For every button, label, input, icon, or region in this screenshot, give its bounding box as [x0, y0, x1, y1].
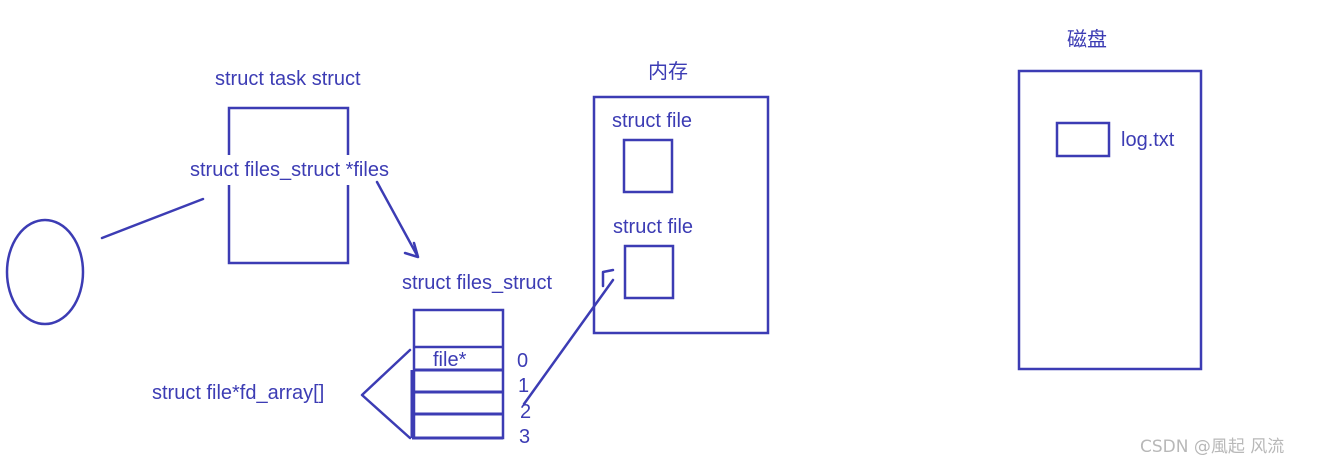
log-file-box: [1055, 121, 1111, 158]
files-ptr-label: struct files_struct *files: [190, 159, 389, 181]
files-ptr-label-bg: [186, 155, 404, 185]
files-pointer-arrow: [375, 180, 420, 259]
fd-index-2: 2: [520, 401, 531, 423]
process-circle: [5, 218, 85, 326]
disk-box: [1017, 69, 1203, 371]
files-struct-box: [412, 308, 505, 440]
log-file-label: log.txt: [1121, 129, 1175, 151]
task-struct-box: [227, 106, 350, 265]
memory-title: 内存: [648, 60, 688, 83]
struct-file-label-1: struct file: [612, 110, 692, 132]
fd-to-file-arrow: [522, 268, 615, 406]
fd-index-1: 1: [518, 375, 529, 397]
process-link-line: [100, 197, 205, 240]
memory-box: [592, 95, 770, 335]
struct-file-box-1: [622, 138, 674, 194]
fd-index-0: 0: [517, 350, 528, 372]
file-ptr-label: file*: [433, 349, 467, 371]
task-struct-title: struct task struct: [215, 68, 361, 90]
struct-file-box-2: [623, 244, 675, 300]
disk-title: 磁盘: [1067, 28, 1107, 51]
file-ptr-label-bg: [428, 350, 478, 368]
struct-file-label-2: struct file: [613, 216, 693, 238]
files-struct-title: struct files_struct: [402, 272, 552, 294]
fd-index-3: 3: [519, 426, 530, 448]
fd-array-label: struct file*fd_array[]: [152, 382, 324, 404]
fd-array-brace: [360, 348, 412, 440]
watermark-text: CSDN @風起 风流: [1140, 437, 1284, 457]
